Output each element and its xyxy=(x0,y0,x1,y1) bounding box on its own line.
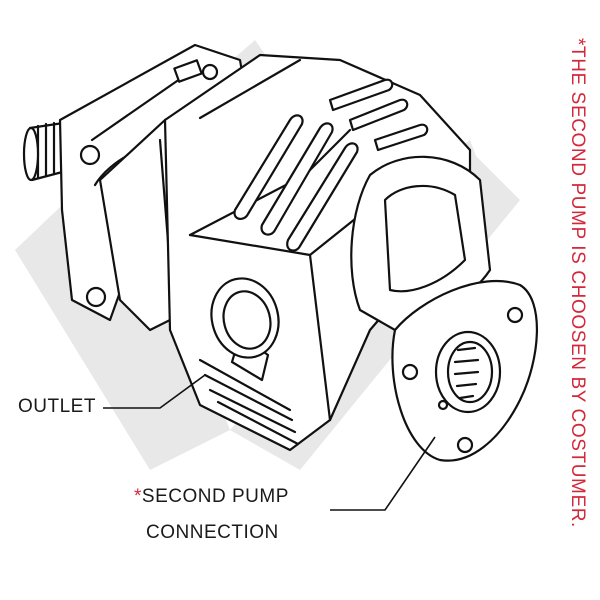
second-pump-asterisk: * xyxy=(134,486,142,507)
second-pump-side-note: *THE SECOND PUMP IS CHOOSEN BY COSTUMER. xyxy=(567,38,588,528)
outlet-port xyxy=(210,277,280,359)
outlet-leader xyxy=(103,374,206,409)
second-pump-label-text: SECOND PUMP xyxy=(141,486,289,507)
second-pump-coupling xyxy=(434,330,502,414)
housing-ribs xyxy=(233,78,429,252)
second-pump-leader xyxy=(330,436,436,511)
second-pump-label-line2: CONNECTION xyxy=(146,522,279,543)
flange-bolt xyxy=(173,59,203,83)
callout-leaders xyxy=(103,374,436,511)
hydraulic-pump-body xyxy=(22,43,538,462)
outlet-label: OUTLET xyxy=(18,396,96,417)
second-pump-label-line1: *SECOND PUMP xyxy=(134,486,289,508)
